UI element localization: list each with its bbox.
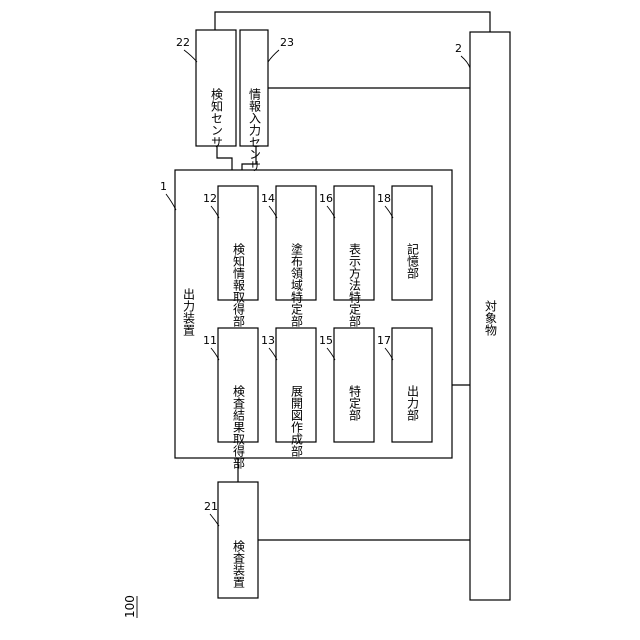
unit-17-number: 17 [377,334,391,347]
target-object-label: 対象物 [484,300,498,336]
unit-15-label: 特定部 [348,384,362,421]
detection-sensor-leader [184,50,197,62]
figure-label: 100 [123,595,137,618]
unit-18-number: 18 [377,192,391,205]
inspection-device-block: 検査装置 21 [204,482,258,598]
inspection-device-label: 検査装置 [232,540,246,588]
unit-11-number: 11 [203,334,217,347]
unit-12-label: 検知情報取得部 [232,243,246,327]
unit-18-label: 記憶部 [406,242,420,279]
target-object-number: 2 [455,42,462,55]
info-input-sensor-label: 情報入力センサ [248,88,262,172]
unit-16-number: 16 [319,192,333,205]
detection-sensor-number: 22 [176,36,190,49]
wire-detection-sensor-to-target [215,12,490,32]
unit-14-number: 14 [261,192,275,205]
unit-12-number: 12 [203,192,217,205]
target-object-leader [461,56,470,68]
unit-15-number: 15 [319,334,333,347]
detection-sensor-label: 検知センサ [210,88,224,148]
unit-16-label: 表示方法特定部 [348,243,362,327]
unit-14-label: 塗布領域特定部 [290,242,304,327]
unit-11-label: 検査結果取得部 [232,385,246,469]
output-device-label: 出力装置 [182,288,196,336]
info-input-sensor-block: 情報入力センサ 23 [240,30,294,172]
info-input-sensor-number: 23 [280,36,294,49]
info-input-sensor-leader [268,50,279,62]
figure-label-text: 100 [123,595,137,618]
inspection-device-number: 21 [204,500,218,513]
target-object-block: 対象物 2 [455,32,510,600]
unit-13-label: 展開図作成部 [290,385,304,457]
unit-13-number: 13 [261,334,275,347]
unit-17-label: 出力部 [406,385,420,421]
detection-sensor-block: 検知センサ 22 [176,30,236,148]
output-device-number: 1 [160,180,167,193]
